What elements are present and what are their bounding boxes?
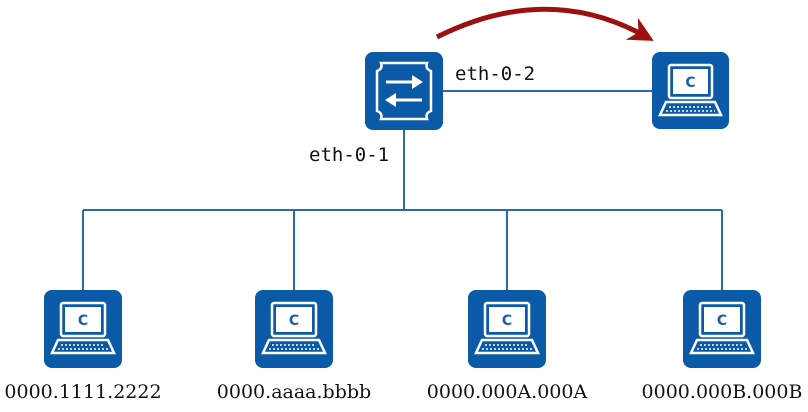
host-screen-letter: C: [717, 313, 727, 329]
switch-icon: [375, 61, 433, 121]
host-4: C: [683, 290, 761, 368]
host-1: C: [44, 290, 122, 368]
remote-host: C: [652, 52, 729, 129]
links: [82, 90, 723, 290]
computer-icon: C: [689, 301, 755, 355]
host-3: C: [468, 290, 546, 368]
port-label-uplink: eth-0-2: [455, 63, 535, 85]
host-screen-letter: C: [289, 313, 299, 329]
host-mac-label-2: 0000.aaaa.bbbb: [217, 381, 371, 403]
host-2: C: [255, 290, 333, 368]
host-screen-letter: C: [502, 313, 512, 329]
switch: [365, 52, 443, 130]
hosts: C 0000.1111.2222 C 0000.aaaa.bbbb C 0000.000A…: [4, 290, 802, 403]
switch-body: [365, 52, 443, 130]
traffic-direction-arrow: [435, 6, 654, 41]
host-mac-label-1: 0000.1111.2222: [4, 381, 161, 403]
computer-icon: C: [474, 301, 540, 355]
computer-icon: C: [261, 301, 327, 355]
port-label-downlink: eth-0-1: [309, 144, 389, 166]
host-mac-label-3: 0000.000A.000A: [427, 381, 588, 403]
computer-icon: C: [50, 301, 116, 355]
svg-text:C: C: [685, 75, 695, 91]
computer-icon: C: [658, 63, 723, 117]
host-mac-label-4: 0000.000B.000B: [642, 381, 803, 403]
host-screen-letter: C: [78, 313, 88, 329]
